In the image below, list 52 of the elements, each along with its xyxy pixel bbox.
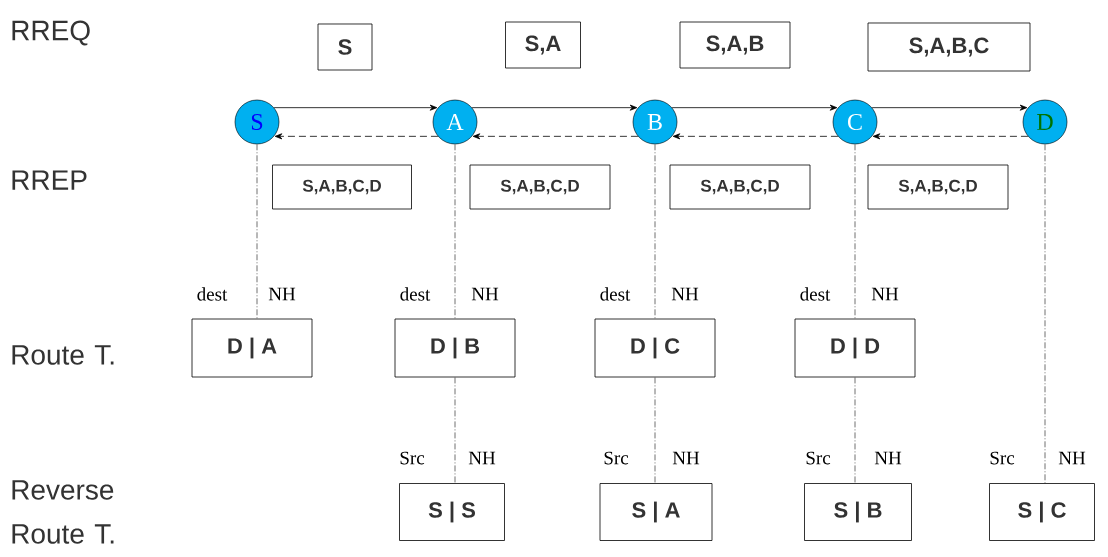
column-label: NH	[672, 451, 700, 465]
arrow	[672, 133, 839, 140]
column-label: NH	[1058, 451, 1086, 465]
column-label: Src	[400, 451, 425, 465]
dash-dot-line	[454, 377, 456, 484]
dash-dot-line	[1044, 143, 1046, 484]
table-box: S | S	[399, 483, 505, 541]
dash-dot-line	[454, 143, 456, 319]
arrow	[274, 133, 439, 140]
dash-dot-line	[654, 143, 656, 319]
table-box: S,A,B,C,D	[669, 164, 811, 210]
dash-dot-line	[256, 143, 258, 319]
dash-dot-line	[854, 377, 856, 484]
table-box: S,A,B	[679, 21, 791, 69]
table-box: S | B	[804, 483, 912, 541]
column-label: NH	[871, 287, 899, 301]
table-box: S | A	[599, 483, 713, 541]
column-label: NH	[468, 451, 496, 465]
column-label: dest	[600, 287, 631, 301]
table-box: S,A,B,C,D	[272, 164, 412, 210]
table-box: D | B	[394, 318, 516, 378]
table-box: S	[317, 23, 373, 71]
table-box: S,A,B,C	[867, 22, 1031, 72]
column-label: NH	[874, 451, 902, 465]
column-label: Src	[806, 451, 831, 465]
dash-dot-line	[854, 143, 856, 319]
table-box: S | C	[989, 483, 1095, 541]
column-label: dest	[197, 287, 228, 301]
arrow	[671, 104, 838, 111]
dash-dot-line	[654, 377, 656, 484]
arrow	[471, 104, 638, 111]
table-box: D | A	[191, 318, 313, 378]
arrow	[872, 133, 1029, 140]
arrow	[273, 104, 438, 111]
row-label: RREQ	[12, 20, 90, 46]
table-box: D | D	[794, 318, 916, 378]
column-label: Src	[990, 451, 1015, 465]
table-box: S,A,B,C,D	[867, 164, 1009, 210]
column-label: NH	[471, 287, 499, 301]
column-label: NH	[268, 287, 296, 301]
column-label: dest	[800, 287, 831, 301]
column-label: Src	[604, 451, 629, 465]
column-label: NH	[671, 287, 699, 301]
table-box: S,A	[505, 21, 581, 69]
arrow	[472, 133, 639, 140]
column-label: dest	[400, 287, 431, 301]
table-box: D | C	[594, 318, 716, 378]
row-label: Route T.	[12, 345, 114, 365]
table-box: S,A,B,C,D	[469, 164, 611, 210]
row-label: RREP	[12, 170, 87, 190]
row-label: Reverse Route T.	[12, 480, 114, 544]
arrow	[871, 104, 1028, 111]
